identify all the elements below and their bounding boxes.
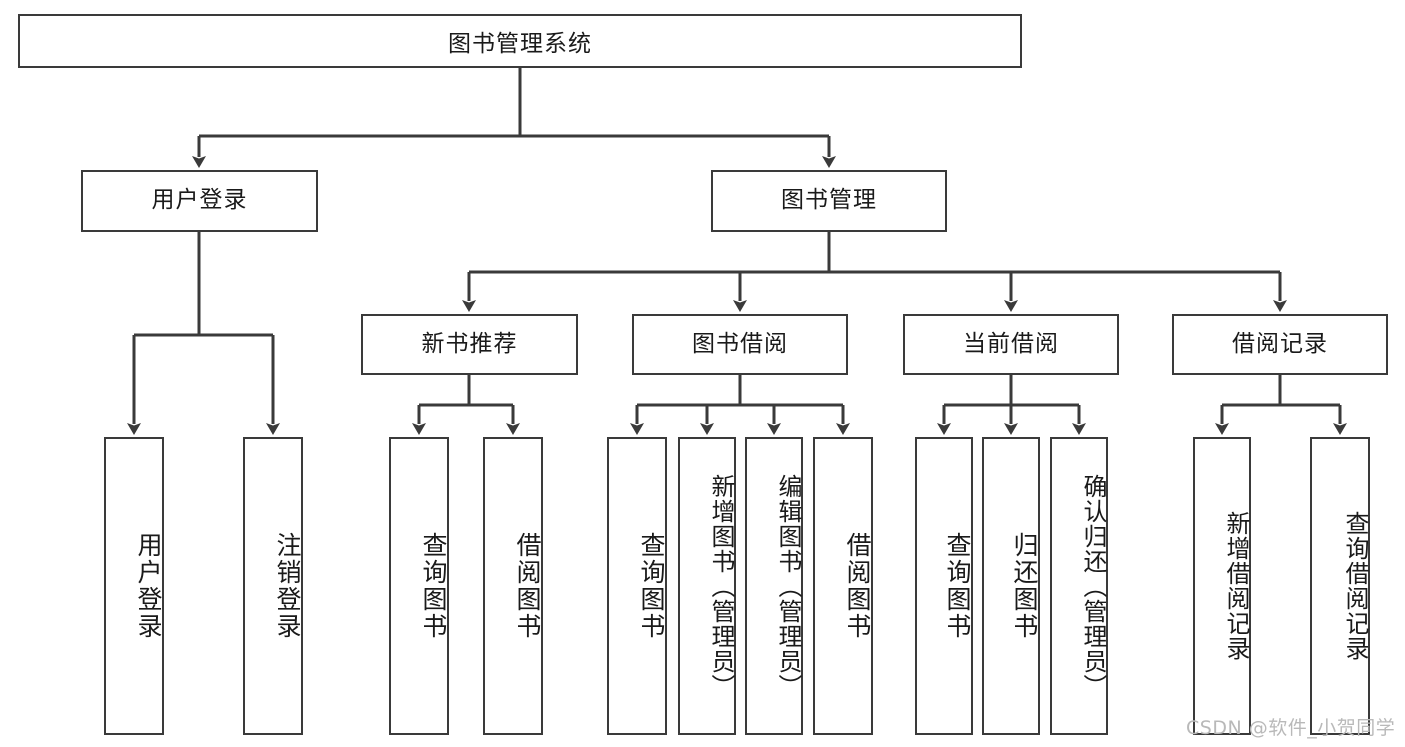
node-leaf-edit-book[interactable]: 编辑图书（管理员） [745, 437, 803, 735]
node-book-manage-label: 图书管理 [781, 187, 877, 214]
node-root[interactable]: 图书管理系统 [18, 14, 1022, 68]
node-user-login[interactable]: 用户登录 [81, 170, 318, 232]
node-leaf-borrow-book-1[interactable]: 借阅图书 [483, 437, 543, 735]
node-book-borrow[interactable]: 图书借阅 [632, 314, 848, 375]
node-leaf-add-record[interactable]: 新增借阅记录 [1193, 437, 1251, 735]
node-user-login-label: 用户登录 [151, 187, 248, 214]
node-current-borrow-label: 当前借阅 [963, 330, 1059, 357]
node-leaf-add-record-label: 新增借阅记录 [1222, 511, 1250, 661]
node-leaf-query-record[interactable]: 查询借阅记录 [1310, 437, 1370, 735]
node-leaf-logout[interactable]: 注销登录 [243, 437, 303, 735]
node-borrow-record[interactable]: 借阅记录 [1172, 314, 1388, 375]
node-leaf-borrow-book-2[interactable]: 借阅图书 [813, 437, 873, 735]
node-book-borrow-label: 图书借阅 [692, 330, 788, 357]
node-leaf-confirm-return[interactable]: 确认归还（管理员） [1050, 437, 1108, 735]
node-new-book-rec-label: 新书推荐 [421, 330, 518, 357]
node-new-book-rec[interactable]: 新书推荐 [361, 314, 578, 375]
node-leaf-query-book-2-label: 查询图书 [637, 532, 666, 640]
node-leaf-query-book-1-label: 查询图书 [419, 532, 448, 640]
node-leaf-return-book-label: 归还图书 [1010, 532, 1039, 640]
node-leaf-borrow-book-2-label: 借阅图书 [843, 532, 872, 640]
node-leaf-query-book-3-label: 查询图书 [943, 532, 972, 640]
node-leaf-edit-book-label: 编辑图书（管理员） [774, 473, 802, 699]
node-root-label: 图书管理系统 [448, 31, 592, 57]
node-leaf-confirm-return-label: 确认归还（管理员） [1079, 473, 1107, 699]
node-leaf-logout-label: 注销登录 [273, 532, 302, 640]
node-leaf-borrow-book-1-label: 借阅图书 [513, 532, 542, 640]
node-leaf-add-book[interactable]: 新增图书（管理员） [678, 437, 736, 735]
node-book-manage[interactable]: 图书管理 [711, 170, 947, 232]
node-current-borrow[interactable]: 当前借阅 [903, 314, 1119, 375]
node-leaf-query-book-3[interactable]: 查询图书 [915, 437, 973, 735]
node-leaf-return-book[interactable]: 归还图书 [982, 437, 1040, 735]
node-leaf-query-record-label: 查询借阅记录 [1341, 511, 1369, 661]
node-borrow-record-label: 借阅记录 [1232, 330, 1328, 357]
node-leaf-query-book-1[interactable]: 查询图书 [389, 437, 449, 735]
node-leaf-user-login[interactable]: 用户登录 [104, 437, 164, 735]
node-leaf-query-book-2[interactable]: 查询图书 [607, 437, 667, 735]
node-leaf-add-book-label: 新增图书（管理员） [707, 473, 735, 699]
node-leaf-user-login-label: 用户登录 [134, 532, 163, 640]
